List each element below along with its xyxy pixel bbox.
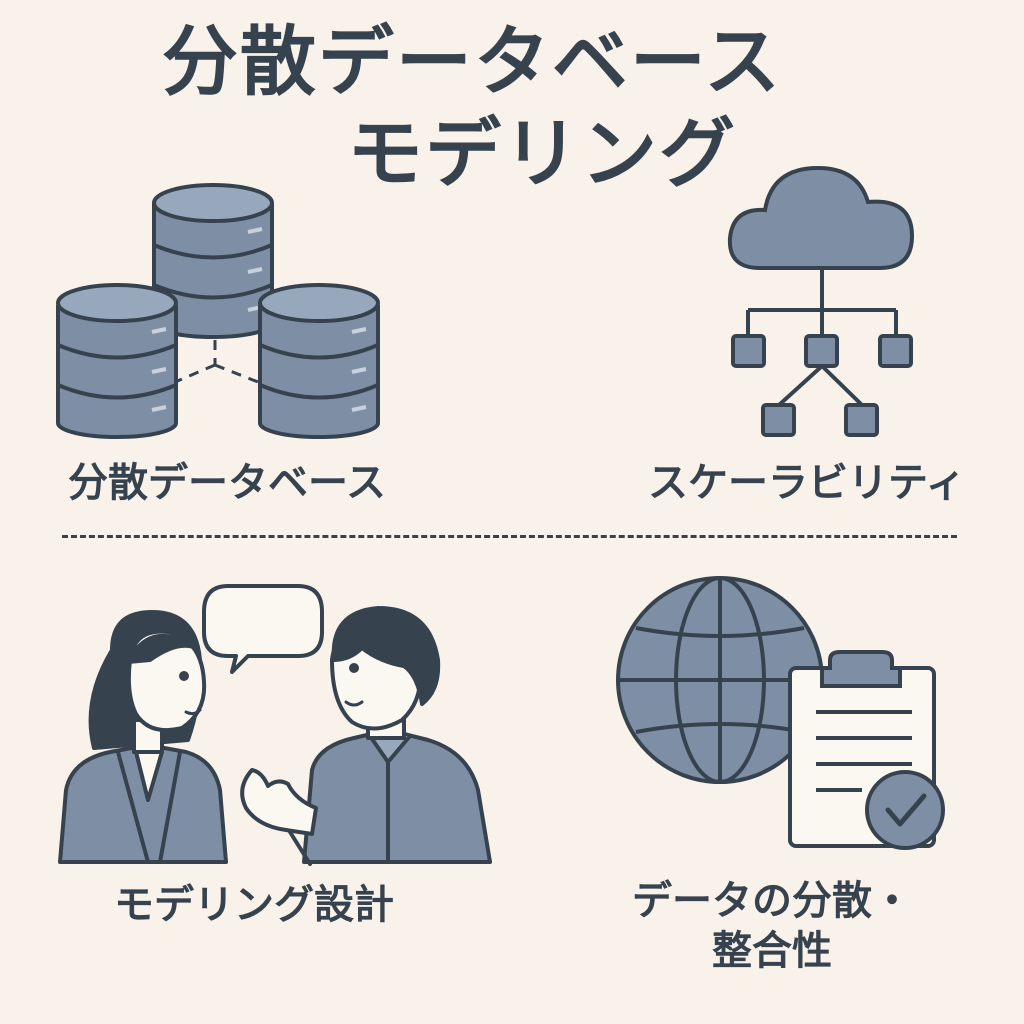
caption-modeling-design: モデリング設計 bbox=[114, 882, 394, 928]
check-icon bbox=[865, 770, 945, 850]
page-title-line-2: モデリング bbox=[347, 109, 737, 198]
database-cylinder-right bbox=[258, 283, 380, 439]
caption-consistency-line-1: データの分散・ bbox=[632, 878, 912, 924]
section-divider bbox=[62, 535, 957, 538]
database-cylinder-left bbox=[56, 283, 178, 439]
globe-icon bbox=[616, 576, 824, 784]
clipboard-icon bbox=[788, 666, 936, 848]
page-title-line-1: 分散データベース bbox=[161, 17, 783, 106]
caption-distributed-db: 分散データベース bbox=[68, 460, 386, 506]
caption-scalability: スケーラビリティ bbox=[648, 460, 966, 506]
database-cylinder-top bbox=[152, 183, 274, 339]
caption-consistency-line-2: 整合性 bbox=[712, 928, 832, 974]
speech-bubble bbox=[202, 584, 324, 674]
